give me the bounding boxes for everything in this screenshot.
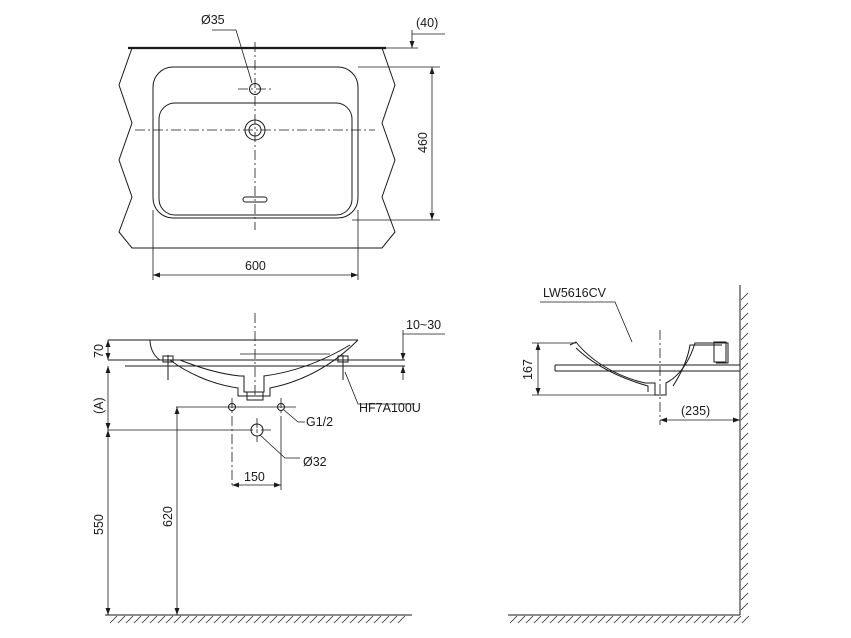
model-label: LW5616CV — [543, 286, 607, 300]
side-view: 167 LW5616CV (235) — [508, 285, 750, 624]
side-floor-hatch — [509, 615, 750, 624]
model-leader — [540, 301, 633, 343]
tap-hole-leader — [212, 29, 253, 84]
right-clamp-head — [337, 355, 349, 363]
width-label: 600 — [245, 259, 266, 273]
tap-hole — [249, 83, 261, 95]
tap-hole-diameter-label: Ø35 — [201, 13, 225, 27]
basin-body-profile — [149, 339, 359, 397]
countertop-outline — [118, 47, 396, 249]
wall-offset-label: (235) — [681, 404, 710, 418]
counter-thickness-label: 10~30 — [406, 318, 441, 332]
waste-model-leader — [344, 371, 415, 405]
depth-label: 460 — [416, 132, 430, 153]
overflow-slot — [242, 196, 268, 203]
side-height-label: 167 — [521, 359, 535, 380]
floor-hatch — [109, 615, 406, 624]
waste-fitting — [246, 391, 264, 401]
top-view: Ø35 (40) 460 600 — [118, 13, 445, 280]
deck-offset-label: (40) — [416, 16, 438, 30]
front-view: 70 10~30 HF7A100U G1/2 Ø32 150 (A) — [92, 313, 445, 624]
drain-inner — [248, 123, 262, 137]
drain-diameter-label: Ø32 — [303, 455, 327, 469]
drain-diameter-leader — [259, 434, 300, 459]
basin-inner-profile — [179, 344, 351, 393]
left-clamp-head — [162, 355, 174, 363]
supply-thread-label: G1/2 — [306, 415, 333, 429]
side-basin-outer — [569, 341, 729, 396]
basin-outer-rim — [152, 66, 359, 219]
wall-hatch — [740, 292, 749, 611]
supply-thread-leader — [283, 409, 305, 423]
floor-to-drain-label: 620 — [161, 506, 175, 527]
floor-to-supply-label: 550 — [92, 514, 106, 535]
rim-height-label: 70 — [92, 344, 106, 358]
drain-outer — [244, 119, 266, 141]
side-tap-deck — [713, 341, 727, 363]
basin-bowl — [158, 102, 353, 216]
waste-model-label: HF7A100U — [359, 401, 421, 415]
dimension-a-label: (A) — [92, 397, 106, 414]
supply-spacing-label: 150 — [244, 470, 265, 484]
side-basin-inner — [575, 344, 722, 392]
